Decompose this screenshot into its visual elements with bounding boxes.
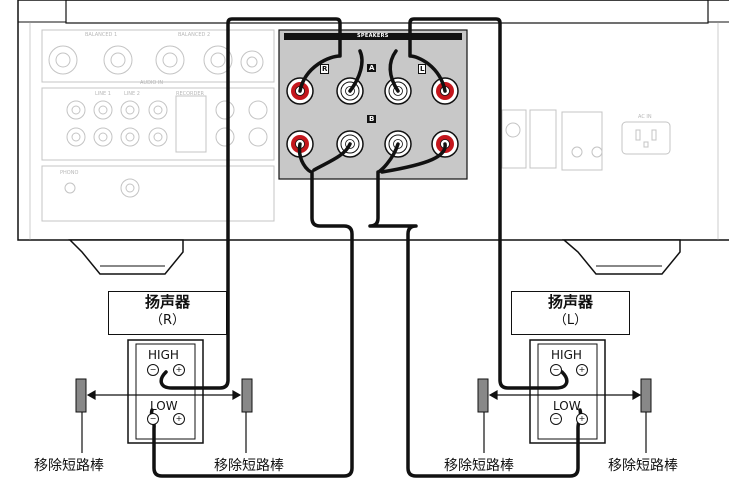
speakers-terminal-panel [278, 29, 468, 180]
panel-mark-r: R [320, 64, 330, 74]
faded-label-ac-in: AC IN [638, 114, 652, 120]
faded-label-line-1: LINE 1 [95, 91, 111, 97]
panel-mark-a: A [367, 64, 377, 72]
speaker-title: 扬声器 [144, 293, 190, 311]
remove-bar-caption: 移除短路棒 [34, 458, 104, 474]
panel-mark-b: B [367, 115, 377, 123]
faded-label-recorder: RECORDER [176, 91, 205, 97]
faded-right-panels [501, 109, 671, 171]
faded-label-line-2: LINE 2 [124, 91, 140, 97]
remove-bar-caption: 移除短路棒 [214, 458, 284, 474]
high-label: HIGH [148, 348, 179, 362]
speaker-cabinet-right-channel [127, 339, 204, 444]
removed-jumper-bars [75, 378, 652, 413]
speaker-channel: （R） [149, 313, 186, 328]
speaker-cabinet-left-channel [529, 339, 606, 444]
faded-input-panels [41, 29, 275, 222]
minus-terminal-icon: − [550, 364, 562, 376]
minus-terminal-icon: − [147, 364, 159, 376]
remove-bar-caption: 移除短路棒 [444, 458, 514, 474]
remove-bar-caption: 移除短路棒 [608, 458, 678, 474]
faded-label-balanced-1: BALANCED 1 [85, 32, 118, 38]
speaker-channel: （L） [553, 313, 588, 328]
faded-label-audio-in: AUDIO IN [140, 80, 164, 86]
plus-terminal-icon: + [173, 413, 185, 425]
amplifier-foot-left [68, 239, 184, 275]
plus-terminal-icon: + [173, 364, 185, 376]
minus-terminal-icon: − [550, 413, 562, 425]
speaker-cables [149, 17, 583, 478]
high-label: HIGH [551, 348, 582, 362]
faded-label-phono: PHONO [60, 170, 79, 176]
callout-lines [81, 412, 647, 453]
plus-terminal-icon: + [576, 364, 588, 376]
speaker-label-box-left: 扬声器 （L） [511, 291, 630, 335]
panel-mark-l: L [418, 64, 427, 74]
speaker-label-box-right: 扬声器 （R） [108, 291, 227, 335]
low-label: LOW [553, 399, 581, 413]
speakers-panel-title: SPEAKERS [357, 33, 389, 39]
speaker-title: 扬声器 [547, 293, 593, 311]
amplifier-foot-right [561, 239, 681, 275]
minus-terminal-icon: − [147, 413, 159, 425]
low-label: LOW [150, 399, 178, 413]
removal-arrows [86, 389, 642, 401]
plus-terminal-icon: + [576, 413, 588, 425]
faded-label-balanced-2: BALANCED 2 [178, 32, 211, 38]
